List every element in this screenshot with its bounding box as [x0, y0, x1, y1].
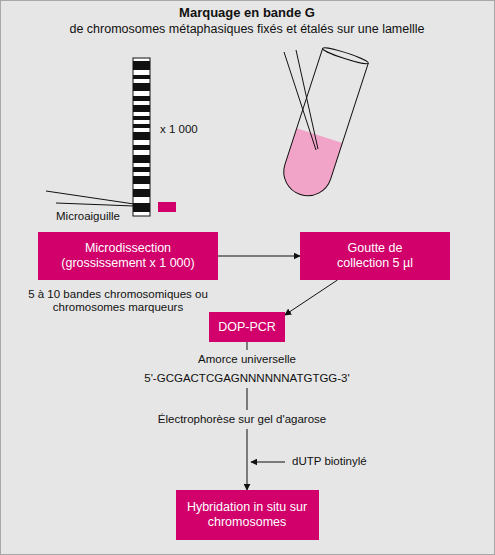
process-box: Microdissection (grossissement x 1 000) [38, 232, 218, 280]
flow-arrow [218, 256, 300, 257]
collection-tube [278, 45, 370, 202]
needle-label: Microaiguille [54, 207, 122, 226]
step-label: Électrophorèse sur gel d'agarose [156, 410, 328, 429]
reagent-label: dUTP biotinylé [290, 452, 369, 471]
magnification-label: x 1 000 [158, 120, 200, 139]
chromosome [133, 58, 150, 216]
process-box: DOP-PCR [209, 312, 285, 342]
reagent-arrow [251, 462, 285, 463]
primer-sequence: 5'-GCGACTCGAGNNNNNNATGTGG-3' [142, 369, 351, 388]
box-text: Microdissection (grossissement x 1 000) [53, 241, 203, 271]
box-text: Hybridation in situ sur chromosomes [185, 500, 310, 530]
title: Marquage en bande G [179, 5, 315, 20]
process-box: Goutte de collection 5 µl [300, 232, 450, 280]
microneedle [46, 191, 134, 206]
dissected-fragment [158, 202, 176, 212]
box-text: Goutte de collection 5 µl [320, 241, 430, 271]
pipette [284, 50, 318, 150]
note-text: 5 à 10 bandes chromosomiques ou chromoso… [27, 288, 209, 314]
process-box: Hybridation in situ sur chromosomes [176, 490, 319, 540]
subtitle: de chromosomes métaphasiques fixés et ét… [67, 20, 426, 39]
step-label: Amorce universelle [196, 350, 298, 369]
box-text: DOP-PCR [218, 320, 276, 335]
flow-arrow [285, 280, 338, 315]
